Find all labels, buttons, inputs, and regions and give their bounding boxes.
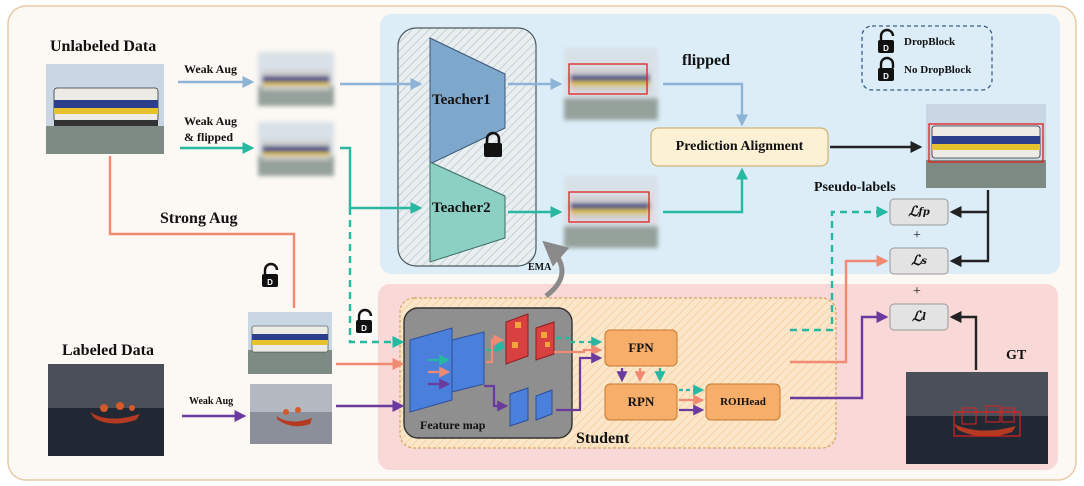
labeled-image <box>48 364 164 456</box>
legend-box <box>861 25 993 91</box>
svg-text:D: D <box>267 278 273 287</box>
weak-aug-flipped-label-1: Weak Aug <box>184 114 238 128</box>
teacher1-label: Teacher1 <box>432 92 491 108</box>
feature-block <box>409 327 453 413</box>
weak-aug-labeled-label: Weak Aug <box>189 396 234 407</box>
feature-block <box>451 331 485 393</box>
feature-map-label: Feature map <box>420 418 486 432</box>
teacher2-output-image <box>564 176 658 248</box>
lock-open-icon: D <box>878 28 895 53</box>
legend-no-dropblock-label: No DropBlock <box>904 64 972 76</box>
weak-aug-flipped-image <box>258 122 334 176</box>
plus-sign: + <box>913 284 921 299</box>
teacher1-output-image <box>564 48 658 120</box>
weak-aug-labeled-image <box>250 384 332 444</box>
lock-open-icon: D <box>354 308 374 336</box>
ema-label: EMA <box>528 262 552 273</box>
teacher2-label: Teacher2 <box>432 200 491 216</box>
lock-open-icon: D <box>262 262 279 287</box>
svg-text:D: D <box>883 44 889 53</box>
teacher2-shape <box>429 161 506 263</box>
plus-sign: + <box>913 228 921 243</box>
prediction-alignment-box: Prediction Alignment <box>675 139 804 154</box>
flipped-label: flipped <box>682 52 731 69</box>
strong-aug-image <box>248 312 332 374</box>
svg-text:D: D <box>361 324 367 333</box>
gt-label: GT <box>1006 348 1027 363</box>
roihead-box: ROIHead <box>720 396 766 408</box>
fpn-box: FPN <box>628 340 654 355</box>
feature-block <box>509 387 529 427</box>
student-label: Student <box>576 430 630 447</box>
rpn-box: RPN <box>627 394 655 409</box>
pseudo-label-image <box>926 104 1046 188</box>
svg-text:D: D <box>883 72 889 81</box>
dropblock-feature-red <box>505 313 555 365</box>
unlabeled-data-title: Unlabeled Data <box>50 38 157 55</box>
labeled-data-title: Labeled Data <box>62 342 154 359</box>
lock-closed-icon: D <box>878 56 895 81</box>
pseudo-labels-label: Pseudo-labels <box>814 180 896 195</box>
unlabeled-image <box>46 64 164 154</box>
feature-block <box>535 389 553 421</box>
strong-aug-label: Strong Aug <box>160 210 238 227</box>
weak-aug-label: Weak Aug <box>184 62 238 76</box>
ema-arrow <box>542 240 570 298</box>
legend-dropblock-label: DropBlock <box>904 36 956 48</box>
weak-aug-image <box>258 52 334 106</box>
gt-image <box>906 372 1048 464</box>
weak-aug-flipped-label-2: & flipped <box>184 130 234 144</box>
lock-closed-icon <box>484 131 502 157</box>
teacher1-shape <box>429 37 506 165</box>
